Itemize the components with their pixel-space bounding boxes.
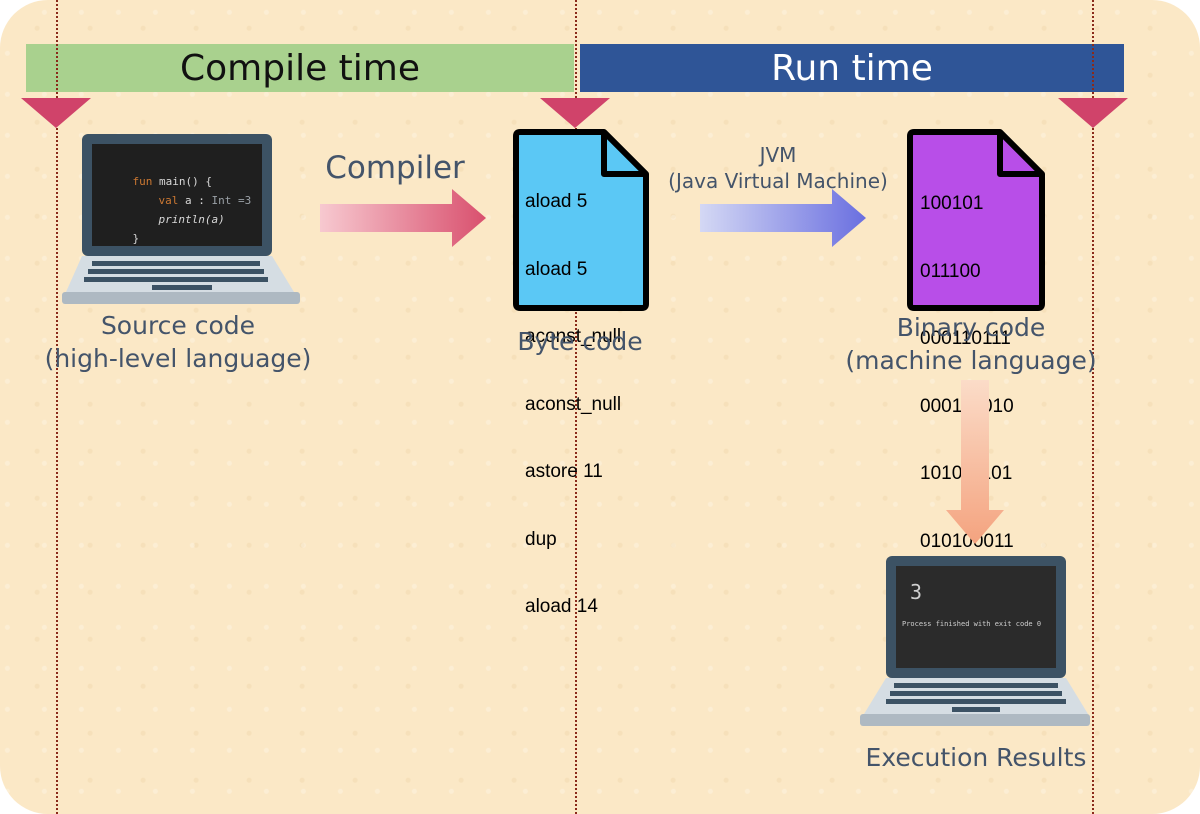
source-code-subtitle: (high-level language) — [44, 343, 312, 373]
binary-line: 010100011 — [920, 530, 1014, 552]
binary-code-caption: Binary code (machine language) — [840, 312, 1102, 377]
bytecode-line: aload 5 — [525, 258, 588, 280]
bytecode-line: aload 5 — [525, 191, 588, 212]
run-time-label: Run time — [771, 47, 933, 89]
marker-triangle-start — [21, 98, 91, 128]
binary-document-icon — [907, 129, 1045, 311]
source-code-title: Source code — [100, 311, 256, 340]
source-code-line-2: val a : Int =3 — [158, 194, 252, 207]
jvm-caption: JVM (Java Virtual Machine) — [650, 142, 906, 194]
source-laptop-icon — [62, 134, 300, 304]
binary-code-title: Binary code — [896, 313, 1046, 342]
compiler-label: Compiler — [325, 150, 465, 186]
divider-line-start — [56, 0, 58, 814]
bytecode-line: aconst_null — [525, 326, 622, 347]
compile-time-band: Compile time — [26, 44, 574, 92]
jvm-arrow — [700, 189, 866, 247]
bytecode-document-icon — [513, 129, 649, 311]
run-time-band: Run time — [580, 44, 1124, 92]
execution-results-caption: Execution Results — [865, 743, 1087, 772]
execution-output-message: Process finished with exit code 0 — [902, 620, 1042, 628]
binary-lines: 100101 011100 000110111 000110010 101011… — [920, 148, 1014, 598]
compile-time-label: Compile time — [179, 47, 420, 89]
divider-line-end — [1092, 0, 1094, 814]
jvm-title: JVM — [759, 143, 797, 167]
source-code-line-1: fun main() { — [132, 175, 212, 188]
marker-triangle-middle — [540, 98, 610, 128]
binary-line: 000110111 — [920, 328, 1011, 349]
bytecode-line: astore 11 — [525, 461, 603, 482]
bytecode-caption: Byte code — [517, 327, 643, 356]
bytecode-lines: aload 5 aload 5 aconst_null aconst_null … — [525, 146, 621, 664]
source-code-caption: Source code (high-level language) — [40, 310, 316, 375]
binary-line: 011100 — [920, 260, 981, 282]
source-code-line-3: println(a) — [158, 213, 225, 226]
bytecode-line: aload 14 — [525, 596, 598, 617]
compiler-arrow — [320, 189, 486, 247]
bytecode-line: aconst_null — [525, 393, 622, 415]
execution-output-value: 3 — [910, 580, 923, 604]
binary-line: 100101 — [920, 193, 984, 214]
result-laptop-icon — [860, 556, 1090, 726]
marker-triangle-end — [1058, 98, 1128, 128]
execution-arrow — [946, 380, 1004, 544]
divider-line-middle — [575, 0, 577, 814]
bytecode-line: dup — [525, 528, 557, 550]
binary-code-subtitle: (machine language) — [845, 345, 1097, 375]
source-code-line-4: } — [132, 232, 140, 245]
jvm-subtitle: (Java Virtual Machine) — [668, 169, 888, 193]
